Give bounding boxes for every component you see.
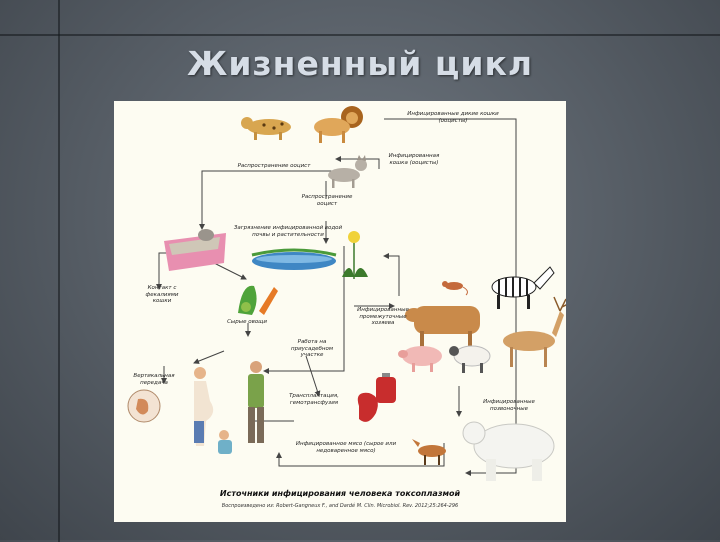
slide-frame-horizontal <box>0 34 720 36</box>
cow-icon <box>405 306 480 349</box>
label-infected-domestic-cat: Инфицированная кошка (ооцисты) <box>388 153 440 166</box>
label-oocyst-spread-2: Распространение ооцист <box>301 194 353 207</box>
zebra-icon <box>491 266 555 309</box>
label-fecal-contact: Контакт с фекалиями кошки <box>145 285 179 304</box>
child-icon <box>218 430 232 454</box>
fetus-icon <box>127 389 161 423</box>
man-icon <box>248 361 264 443</box>
polar-bear-icon <box>462 421 555 481</box>
deer-icon <box>503 296 566 367</box>
label-infected-wild-cats: Инфицированные дикие кошки (ооцисты) <box>407 111 499 124</box>
label-vertical-transmission: Вертикальная передача <box>133 373 175 386</box>
rat-icon <box>442 281 468 296</box>
pig-icon <box>398 346 442 372</box>
label-contamination: Загрязнение инфицированной водой почвы и… <box>233 225 343 238</box>
dandelion-icon <box>342 231 368 279</box>
leopard-icon <box>241 117 291 140</box>
pregnant-woman-icon <box>194 367 214 446</box>
label-transplantation: Трансплантация, гемотрансфузия <box>289 393 339 406</box>
sheep-icon <box>449 345 491 373</box>
label-oocyst-spread: Распространение ооцист <box>237 163 311 169</box>
life-cycle-diagram: Инфицированные дикие кошки (ооцисты) Инф… <box>114 101 566 522</box>
cat-icon <box>328 155 367 188</box>
label-garden-work: Работа на приусадебном участке <box>291 339 333 358</box>
organs-icon <box>357 392 378 422</box>
source-credit: Воспроизведено из: Robert-Gangneux F., a… <box>221 503 459 509</box>
lion-icon <box>314 106 363 143</box>
fox-icon <box>412 439 446 465</box>
label-infected-intermediate: Инфицированные промежуточные хозяева <box>357 307 409 326</box>
diagram-canvas <box>127 106 566 481</box>
pond-icon <box>251 248 337 270</box>
slide-title: Жизненный цикл <box>186 44 534 83</box>
vegetables-icon <box>238 285 278 315</box>
sources-title: Источники инфицирования человека токсопл… <box>219 489 461 498</box>
litter-box-icon <box>164 229 226 271</box>
label-infected-hosts: Инфицированные позвоночные <box>483 399 535 412</box>
blood-bag-icon <box>376 373 396 403</box>
label-raw-vegetables: Сырые овощи <box>227 319 267 325</box>
label-infected-meat: Инфицированное мясо (сырое или недоварен… <box>295 441 397 454</box>
